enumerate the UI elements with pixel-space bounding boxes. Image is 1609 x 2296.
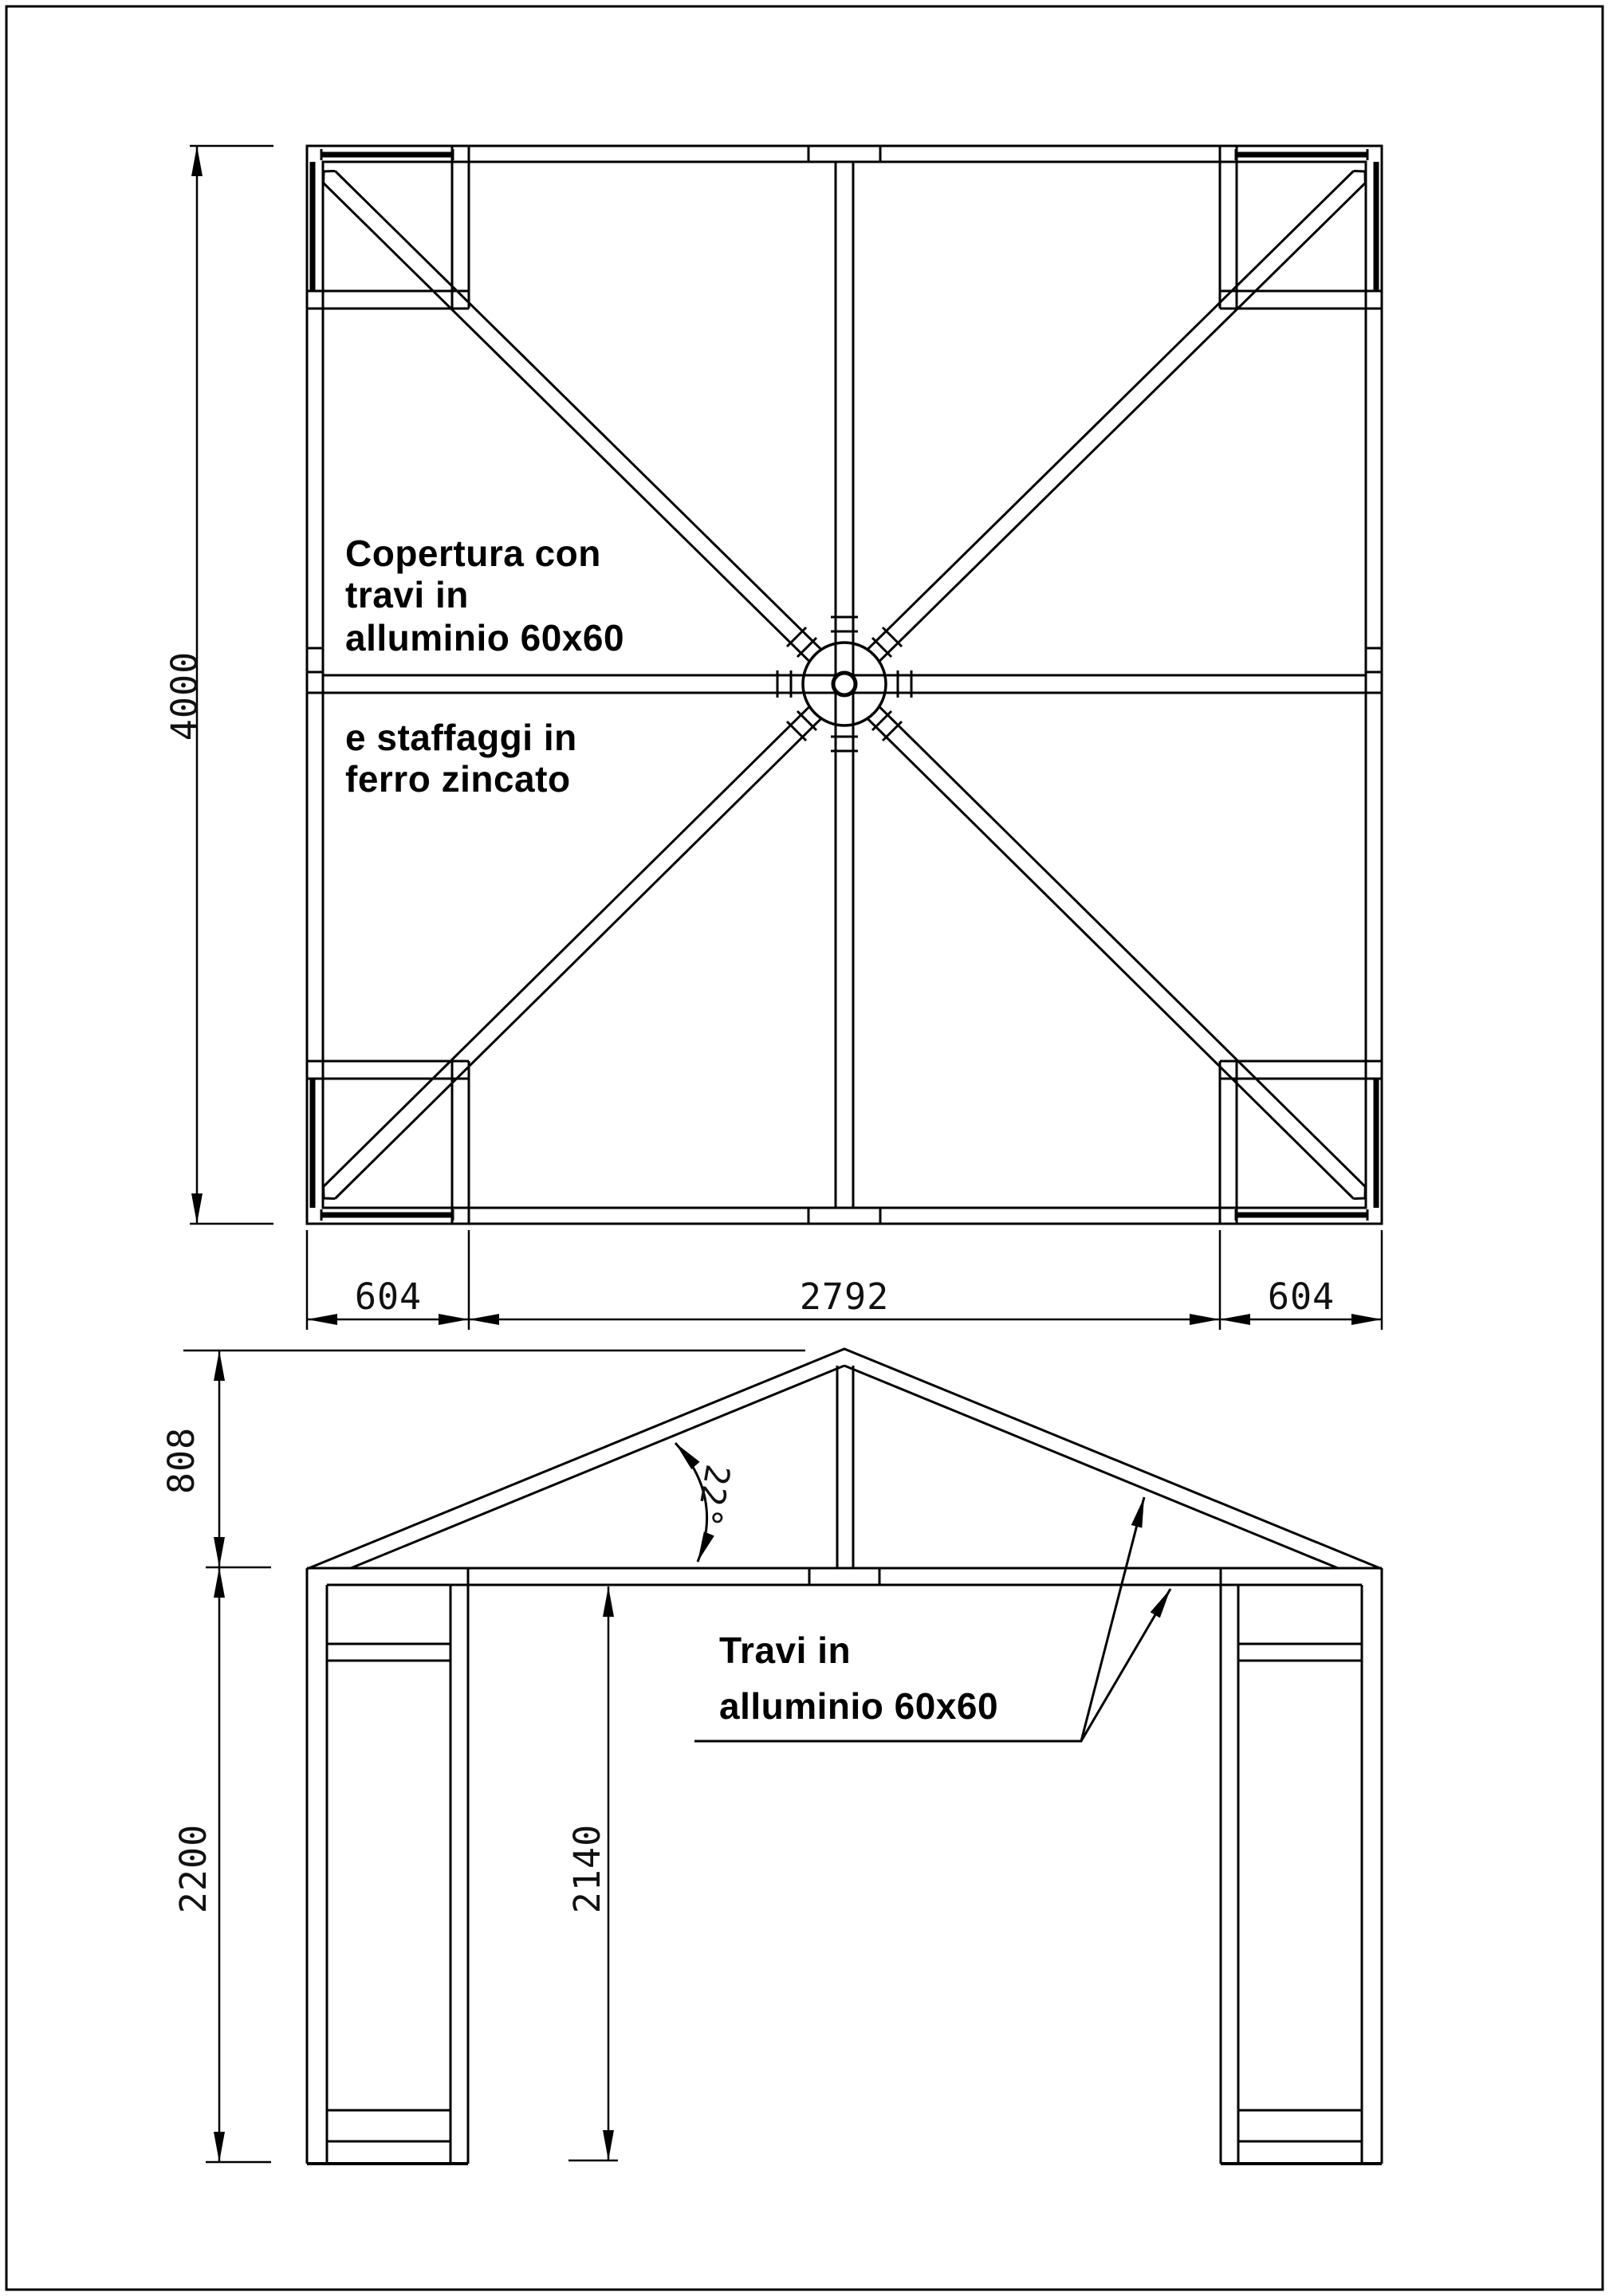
plan-diagonal-braces [322, 170, 1367, 1200]
elevation-view: 808 2200 2140 22° Travi in alluminio 60x… [160, 1347, 1383, 2165]
right-column [1219, 1568, 1383, 2165]
plan-edge-connectors [307, 146, 1382, 1224]
plan-annotation-line3: alluminio 60x60 [345, 617, 624, 659]
plan-annotation-line1: Copertura con [345, 533, 601, 574]
dim-2792: 2792 [800, 1276, 889, 1318]
roof [306, 1347, 1383, 1586]
plan-dimensions: 4000 604 2792 604 [163, 144, 1383, 1330]
plan-frame [305, 144, 1383, 1225]
plan-annotation: Copertura con travi in alluminio 60x60 e… [345, 533, 624, 800]
elevation-label-line1: Travi in [719, 1630, 851, 1671]
dim-604-right: 604 [1268, 1276, 1335, 1318]
dim-2200: 2200 [172, 1824, 214, 1913]
plan-annotation-line2: travi in [345, 574, 469, 615]
elevation-label: Travi in alluminio 60x60 [694, 1496, 1172, 1743]
elevation-dimensions: 808 2200 2140 22° [160, 1349, 805, 2164]
roof-angle-arc [674, 1441, 714, 1563]
left-column [305, 1568, 470, 2165]
elevation-label-line2: alluminio 60x60 [719, 1685, 998, 1727]
plan-annotation-line5: ferro zincato [345, 758, 571, 800]
dim-808: 808 [160, 1427, 203, 1494]
plan-corner-brackets [307, 146, 1382, 1224]
plan-view: Copertura con travi in alluminio 60x60 e… [163, 144, 1383, 1330]
dim-604-left: 604 [355, 1276, 422, 1318]
dim-2140: 2140 [566, 1824, 608, 1913]
right-column-mesh-panel [1237, 1659, 1363, 2112]
page-border [5, 5, 1604, 2291]
plan-joint-ticks [776, 615, 913, 753]
left-column-mesh-panel [325, 1659, 452, 2112]
plan-hub [801, 641, 887, 727]
dim-4000: 4000 [163, 651, 206, 741]
leader-line-to-beam [1080, 1588, 1172, 1742]
plan-annotation-line4: e staffaggi in [345, 717, 577, 758]
